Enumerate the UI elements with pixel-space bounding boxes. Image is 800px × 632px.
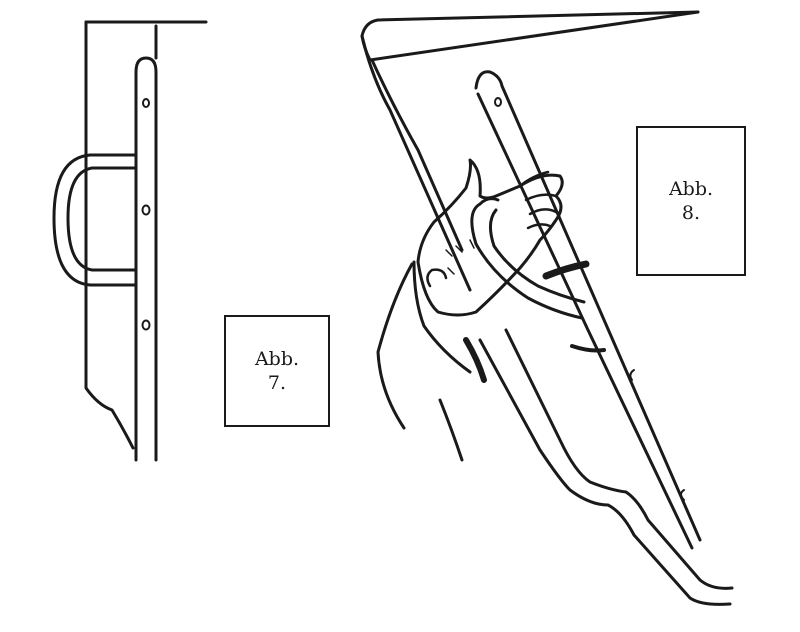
figure-8-abbr: Abb. xyxy=(668,178,714,200)
figure-8-label: Abb. 8. xyxy=(636,126,746,276)
figure-7-drawing xyxy=(52,20,208,462)
fig8-finger-3 xyxy=(528,208,558,216)
fig8-finger-1 xyxy=(518,170,550,188)
fig8-handle-top xyxy=(478,197,500,206)
fig8-finger-2 xyxy=(524,193,558,202)
fig8-hole-bottom xyxy=(680,489,685,501)
fig8-frame-edge-right xyxy=(370,58,464,252)
fig8-frame-lower-left xyxy=(478,338,732,606)
fig8-sleeve-outline xyxy=(376,262,414,430)
fig8-handle-loop-inner xyxy=(489,208,586,304)
fig8-frame-lower-right xyxy=(504,328,734,590)
fig7-hole-middle xyxy=(141,204,151,216)
fig8-thumb-knuckle xyxy=(426,268,448,288)
fig8-hole-top xyxy=(494,97,502,107)
fig7-handle-inner xyxy=(66,166,138,272)
fig8-palm xyxy=(416,158,564,317)
fig7-rod xyxy=(134,56,158,462)
fig8-finger-4 xyxy=(526,223,552,230)
figure-7-label: Abb. 7. xyxy=(224,315,330,427)
fig7-hole-top xyxy=(142,98,150,108)
fig8-grip-shadow-2 xyxy=(570,344,606,353)
fig8-frame-edge-left xyxy=(360,34,472,292)
fig8-rod-inner xyxy=(476,92,694,550)
fig8-rod xyxy=(474,70,702,542)
fig8-sleeve-cuff xyxy=(412,260,472,374)
fig8-grip-shadow xyxy=(542,260,590,280)
figure-7-abbr: Abb. xyxy=(254,348,300,370)
figure-8-number: 8. xyxy=(681,202,701,224)
figure-7-number: 7. xyxy=(267,372,287,394)
fig8-frame-edge-outer xyxy=(376,10,700,22)
fig8-hole-middle xyxy=(629,369,635,381)
figure-8-drawing xyxy=(360,10,734,606)
fig8-arm-lower xyxy=(438,398,464,462)
fig8-hand-shading xyxy=(445,239,475,275)
fig8-cuff-shadow xyxy=(463,337,487,383)
fig7-hole-bottom xyxy=(141,319,151,331)
fig7-post-outline xyxy=(84,20,135,450)
fig8-handle-loop-outer xyxy=(470,202,584,320)
fig7-handle-outer xyxy=(52,153,138,287)
